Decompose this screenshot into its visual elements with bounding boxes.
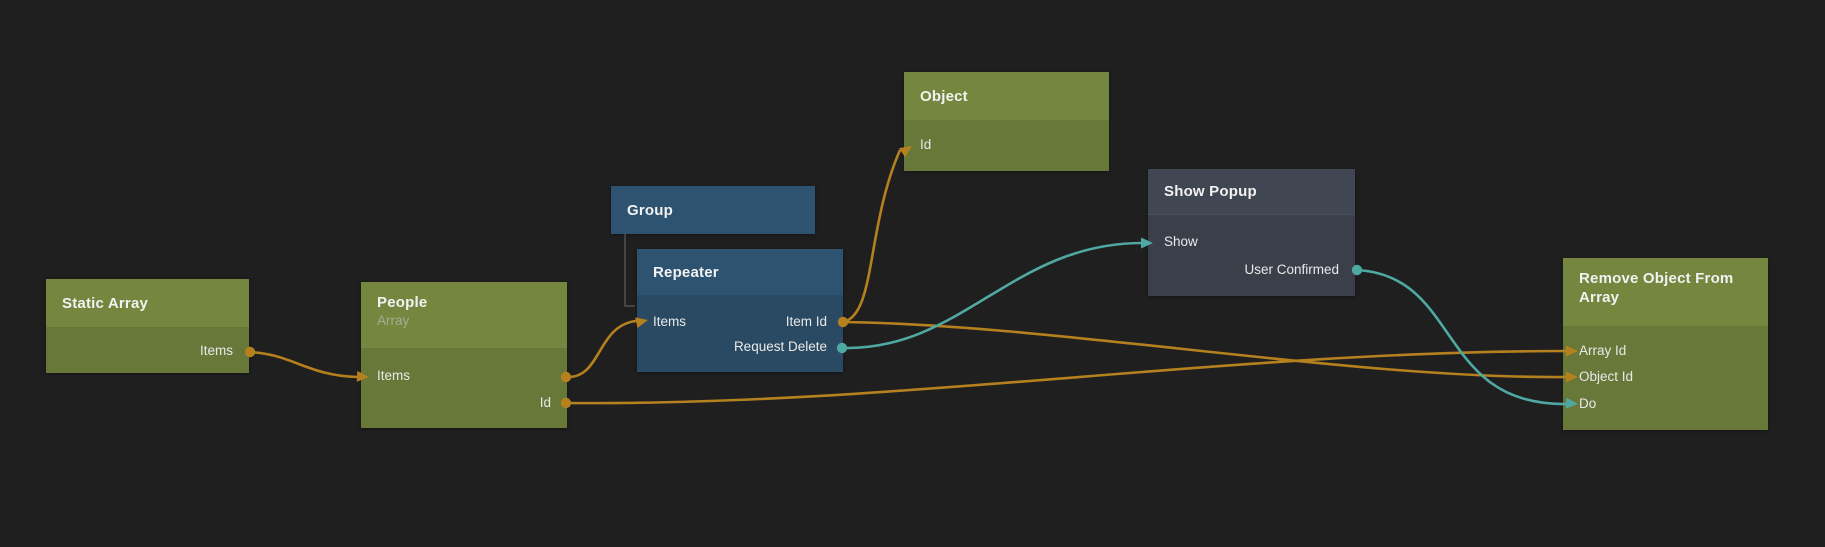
node-header: Static Array <box>46 279 249 327</box>
node-people[interactable]: People Array Items Id <box>361 282 567 428</box>
node-title: Remove Object From Array <box>1579 270 1734 306</box>
node-title: People <box>377 294 428 311</box>
wire-people-items-to-repeater-items[interactable] <box>565 319 637 379</box>
node-header: Group <box>611 186 815 234</box>
node-body: Items <box>46 327 249 373</box>
node-repeater[interactable]: Repeater Items Item Id Request Delete <box>637 249 843 372</box>
node-title: Object <box>920 87 968 105</box>
node-body: Items Item Id Request Delete <box>637 295 843 372</box>
port-items-input: Items <box>653 314 687 329</box>
node-header: Show Popup <box>1148 169 1355 215</box>
node-static-array[interactable]: Static Array Items <box>46 279 249 373</box>
port-show-input[interactable]: Show <box>1164 234 1198 249</box>
node-title: Repeater <box>653 263 719 281</box>
node-header: People Array <box>361 282 567 348</box>
node-title: Show Popup <box>1164 183 1257 200</box>
port-requestdelete-output[interactable]: Request Delete <box>733 339 827 354</box>
node-remove-object-from-array[interactable]: Remove Object From Array Array Id Object… <box>1563 258 1768 430</box>
wire-repeater-requestdelete-to-showpopup-show[interactable] <box>841 241 1143 350</box>
port-userconfirmed-output[interactable]: User Confirmed <box>1244 262 1339 277</box>
node-subtitle: Array <box>377 313 410 328</box>
port-id-input[interactable]: Id <box>920 137 932 152</box>
port-id-output[interactable]: Id <box>539 395 551 410</box>
node-body: Show User Confirmed <box>1148 215 1355 296</box>
port-objectid-input[interactable]: Object Id <box>1579 369 1634 384</box>
hierarchy-line-group-repeater <box>624 234 635 307</box>
node-header: Repeater <box>637 249 843 295</box>
port-do-input[interactable]: Do <box>1579 396 1597 411</box>
wire-repeater-itemid-to-remove-objectid[interactable] <box>842 320 1568 379</box>
node-header: Object <box>904 72 1109 120</box>
node-header: Remove Object From Array <box>1563 258 1768 326</box>
node-object[interactable]: Object Id <box>904 72 1109 171</box>
wire-showpopup-userconfirmed-to-remove-do[interactable] <box>1356 268 1568 406</box>
node-body: Array Id Object Id Do <box>1563 326 1768 430</box>
node-body: Items Id <box>361 348 567 428</box>
node-title: Group <box>627 201 673 219</box>
wire-staticarray-items-to-people-items[interactable] <box>249 350 359 379</box>
node-show-popup[interactable]: Show Popup Show User Confirmed <box>1148 169 1355 296</box>
node-body: Id <box>904 120 1109 171</box>
port-row-items-itemid[interactable]: Items Item Id <box>637 309 843 335</box>
port-items-output[interactable]: Items <box>199 343 233 358</box>
port-items-inout[interactable]: Items <box>377 368 411 383</box>
node-group[interactable]: Group <box>611 186 815 234</box>
port-itemid-output: Item Id <box>785 314 827 329</box>
wire-repeater-itemid-to-object-id[interactable] <box>842 149 902 324</box>
port-arrayid-input[interactable]: Array Id <box>1579 343 1627 358</box>
node-title: Static Array <box>62 294 149 312</box>
